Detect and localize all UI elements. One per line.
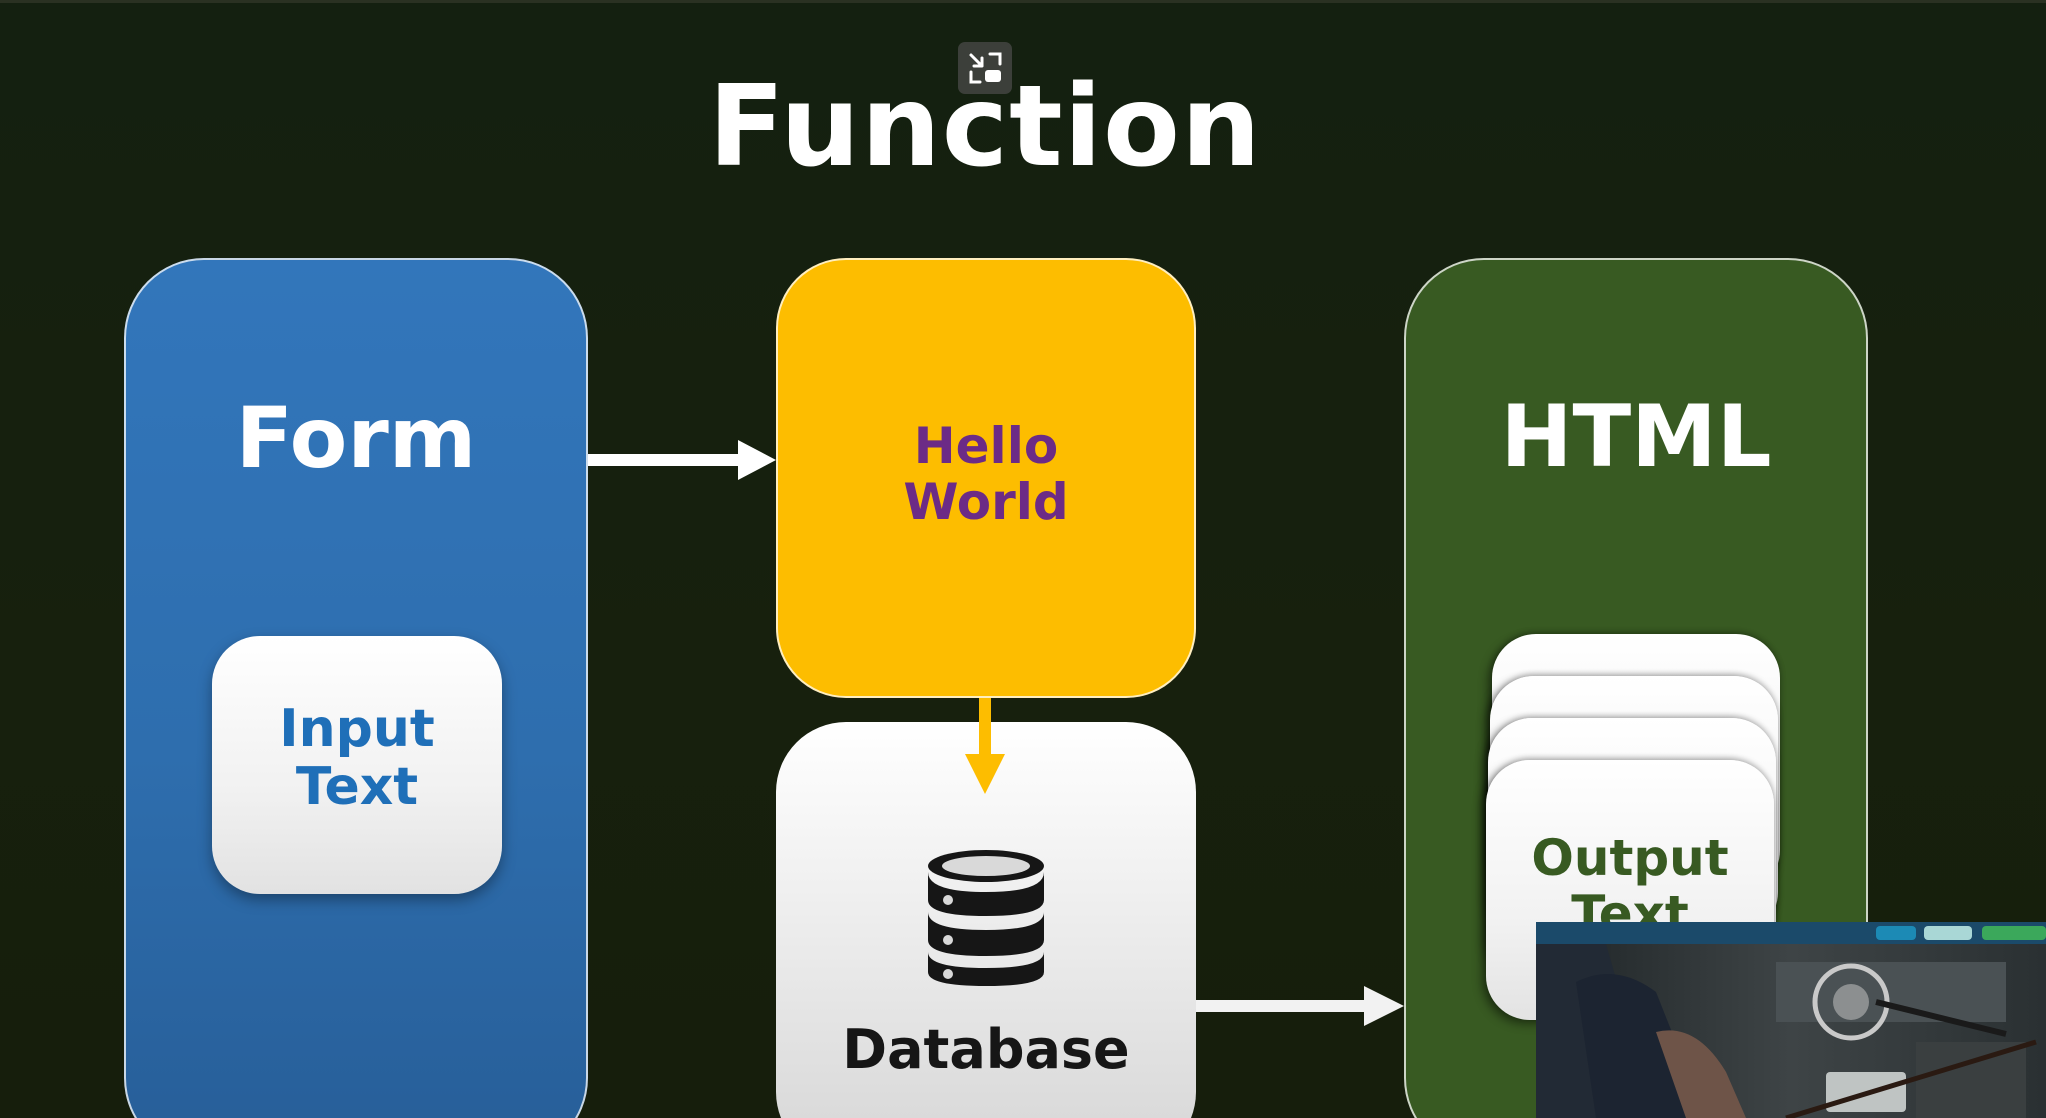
hello-world-label: Hello World [903,417,1069,531]
database-icon [924,848,1048,992]
arrow-form-to-function [588,440,776,480]
html-heading: HTML [1500,387,1772,487]
html-panel: HTML Output Text [1404,258,1868,1118]
input-text-label: Input Text [279,699,435,817]
function-panel: Hello World [776,258,1196,698]
form-panel: Form Input Text [124,258,588,1118]
top-border [0,0,2046,3]
database-label: Database [842,1018,1130,1081]
database-panel: Database [776,722,1196,1118]
webcam-overlay [1536,922,2046,1118]
exit-picture-in-picture-icon[interactable] [958,42,1012,94]
input-text-card: Input Text [212,636,502,894]
form-heading: Form [235,389,477,487]
arrow-database-to-html [1196,986,1404,1026]
